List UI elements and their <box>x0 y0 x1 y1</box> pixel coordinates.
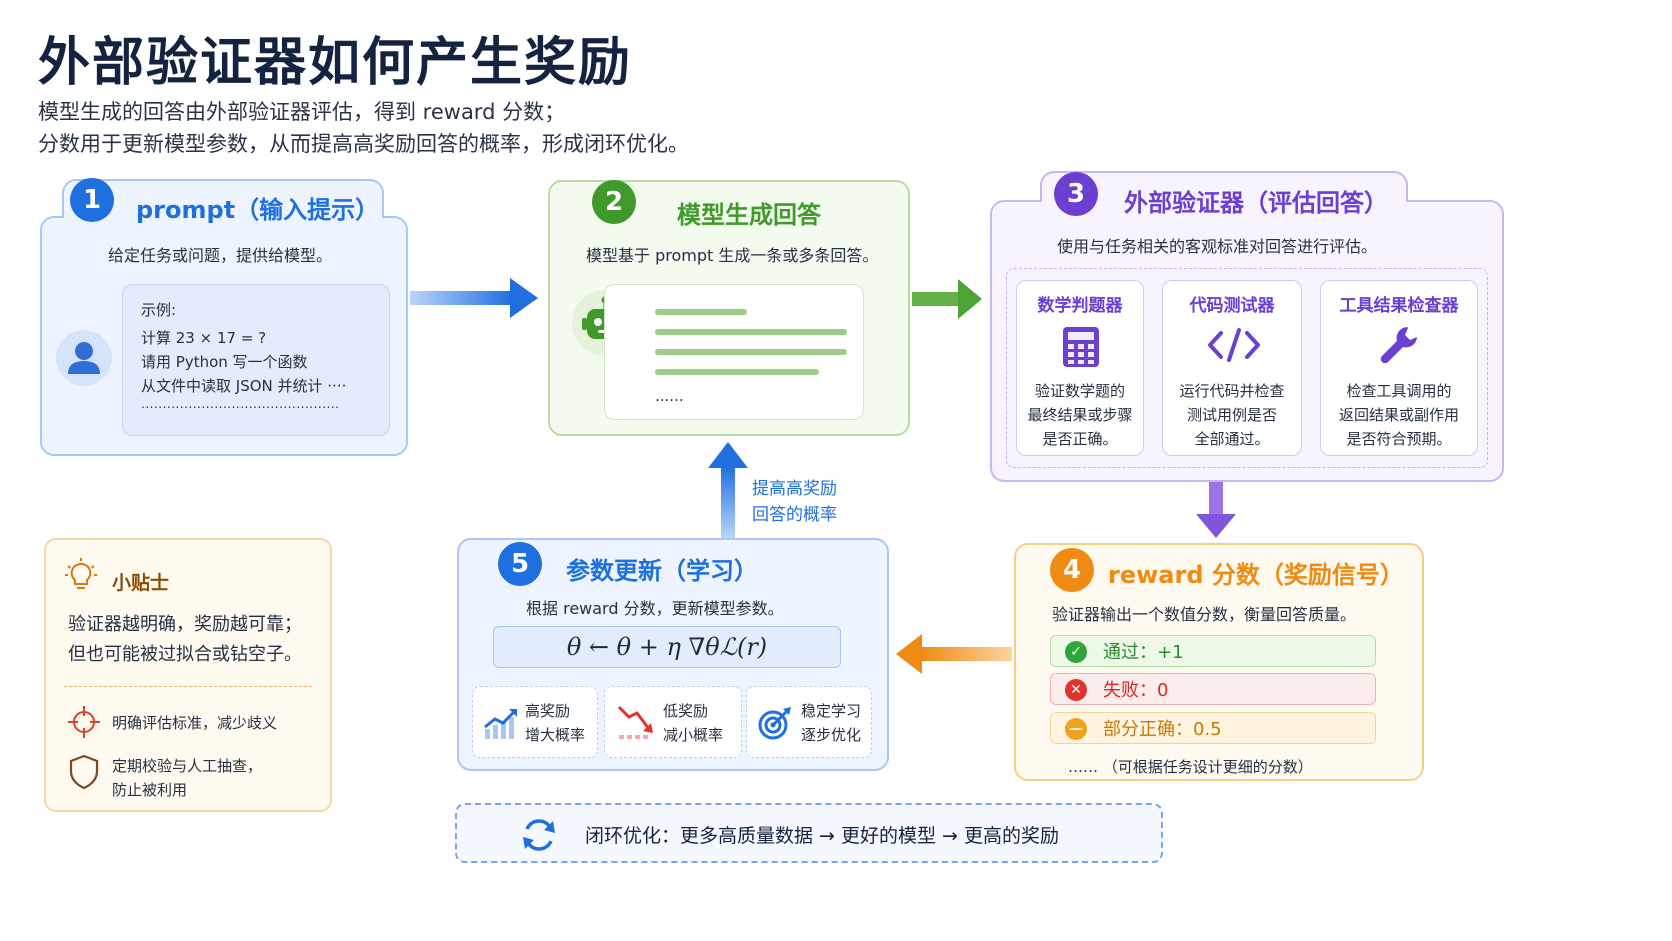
effect-low-reward: 低奖励 减小概率 <box>604 686 742 758</box>
response-line <box>655 329 847 335</box>
step3-badge: 3 <box>1054 172 1098 216</box>
tips-card: 小贴士 验证器越明确，奖励越可靠； 但也可能被过拟合或钻空子。 明确评估标准，减… <box>44 538 332 812</box>
response-line <box>655 369 819 375</box>
example-line-1: 计算 23 × 17 = ? <box>141 329 267 347</box>
refresh-icon <box>519 815 559 859</box>
effect-low-line1: 低奖励 <box>663 702 709 720</box>
tips-item2-line2: 防止被利用 <box>112 781 188 799</box>
step3-title: 外部验证器（评估回答） <box>1124 189 1388 217</box>
tips-item2-line1: 定期校验与人工抽查， <box>112 757 263 775</box>
verifier-tool-line: 返回结果或副作用 <box>1338 406 1459 424</box>
verifier-code-line: 全部通过。 <box>1194 430 1270 448</box>
calculator-icon <box>1061 325 1101 373</box>
verifier-group <box>1006 268 1488 468</box>
verifier-tool-line: 检查工具调用的 <box>1346 382 1452 400</box>
example-dots: ........................................… <box>141 397 340 411</box>
tips-item1: 明确评估标准，减少歧义 <box>112 714 278 732</box>
tips-line2: 但也可能被过拟合或钻空子。 <box>68 644 302 665</box>
tips-line1: 验证器越明确，奖励越可靠； <box>68 614 302 635</box>
effect-high-line2: 增大概率 <box>525 726 586 744</box>
verifier-code-line: 运行代码并检查 <box>1179 382 1285 400</box>
target-icon <box>757 705 793 745</box>
example-label: 示例: <box>141 301 177 319</box>
response-box: ...... <box>604 284 864 420</box>
subtitle-line-1: 模型生成的回答由外部验证器评估，得到 reward 分数； <box>38 100 566 124</box>
lightbulb-icon <box>64 558 98 596</box>
verifier-code-title: 代码测试器 <box>1189 296 1275 316</box>
example-box: 示例: 计算 23 × 17 = ? 请用 Python 写一个函数 从文件中读… <box>122 284 390 436</box>
step2-badge: 2 <box>592 180 636 224</box>
verifier-math-title: 数学判题器 <box>1037 296 1123 316</box>
verifier-math-line: 验证数学题的 <box>1034 382 1125 400</box>
effect-stable-line1: 稳定学习 <box>801 702 862 720</box>
effect-stable-learning: 稳定学习 逐步优化 <box>746 686 872 758</box>
reward-note: …… （可根据任务设计更细的分数） <box>1068 758 1313 776</box>
verifier-math-line: 是否正确。 <box>1042 430 1118 448</box>
example-line-3: 从文件中读取 JSON 并统计 ···· <box>141 377 347 395</box>
code-icon <box>1207 327 1261 367</box>
response-line <box>655 309 747 315</box>
step5-title: 参数更新（学习） <box>566 557 758 585</box>
reward-fail-label: 失败：0 <box>1103 680 1169 701</box>
crosshair-icon <box>68 706 100 742</box>
step5-desc: 根据 reward 分数，更新模型参数。 <box>526 599 784 618</box>
chart-up-icon <box>483 705 519 745</box>
up-arrow-label-line1: 提高高奖励 <box>752 479 837 499</box>
step5-badge: 5 <box>498 542 542 586</box>
user-avatar-icon <box>56 330 112 386</box>
effect-high-reward: 高奖励 增大概率 <box>472 686 598 758</box>
step3-desc: 使用与任务相关的客观标准对回答进行评估。 <box>1057 237 1378 256</box>
subtitle-line-2: 分数用于更新模型参数，从而提高高奖励回答的概率，形成闭环优化。 <box>38 132 689 156</box>
verifier-math-line: 最终结果或步骤 <box>1027 406 1133 424</box>
arrow-4-to-5 <box>896 634 1012 674</box>
step4-desc: 验证器输出一个数值分数，衡量回答质量。 <box>1052 605 1357 624</box>
step2-desc: 模型基于 prompt 生成一条或多条回答。 <box>586 246 879 265</box>
wrench-icon <box>1377 323 1423 373</box>
loop-banner: 闭环优化：更多高质量数据 → 更好的模型 → 更高的奖励 <box>455 803 1163 863</box>
minus-icon: — <box>1065 718 1087 740</box>
reward-fail-row: ✕ 失败：0 <box>1050 673 1376 705</box>
effect-stable-line2: 逐步优化 <box>801 726 862 744</box>
up-arrow-label: 提高高奖励 回答的概率 <box>752 476 837 528</box>
verifier-math: 数学判题器 验证数学题的 最终结果或步骤 是否正确。 <box>1016 280 1144 456</box>
arrow-3-to-4 <box>1196 482 1236 538</box>
update-formula: θ ← θ + η ∇θℒ(r) <box>493 626 841 668</box>
effect-high-line1: 高奖励 <box>525 702 571 720</box>
arrow-2-to-3 <box>912 279 982 319</box>
check-icon: ✓ <box>1065 641 1087 663</box>
verifier-tool-title: 工具结果检查器 <box>1339 296 1459 316</box>
reward-pass-label: 通过：+1 <box>1103 642 1184 663</box>
step2-title: 模型生成回答 <box>677 201 821 229</box>
reward-pass-row: ✓ 通过：+1 <box>1050 635 1376 667</box>
up-arrow-label-line2: 回答的概率 <box>752 505 837 525</box>
page-title: 外部验证器如何产生奖励 <box>38 33 633 93</box>
chart-down-icon <box>617 703 657 745</box>
shield-icon <box>68 754 100 794</box>
verifier-tool: 工具结果检查器 检查工具调用的 返回结果或副作用 是否符合预期。 <box>1320 280 1478 456</box>
example-line-2: 请用 Python 写一个函数 <box>141 353 308 371</box>
step4-title: reward 分数（奖励信号） <box>1108 561 1404 589</box>
reward-partial-row: — 部分正确：0.5 <box>1050 712 1376 744</box>
verifier-code: 代码测试器 运行代码并检查 测试用例是否 全部通过。 <box>1162 280 1302 456</box>
arrow-5-to-2 <box>708 442 748 538</box>
reward-partial-label: 部分正确：0.5 <box>1103 719 1222 740</box>
step1-desc: 给定任务或问题，提供给模型。 <box>108 246 333 265</box>
tips-title: 小贴士 <box>112 572 170 594</box>
step1-title: prompt（输入提示） <box>136 196 380 224</box>
tips-divider <box>64 686 312 687</box>
verifier-tool-line: 是否符合预期。 <box>1346 430 1452 448</box>
loop-text: 闭环优化：更多高质量数据 → 更好的模型 → 更高的奖励 <box>585 825 1059 847</box>
verifier-code-line: 测试用例是否 <box>1186 406 1277 424</box>
step4-badge: 4 <box>1050 548 1094 592</box>
cross-icon: ✕ <box>1065 679 1087 701</box>
step1-badge: 1 <box>70 178 114 222</box>
response-ellipsis: ...... <box>655 387 684 405</box>
arrow-1-to-2 <box>410 278 538 318</box>
response-line <box>655 349 847 355</box>
effect-low-line2: 减小概率 <box>663 726 724 744</box>
